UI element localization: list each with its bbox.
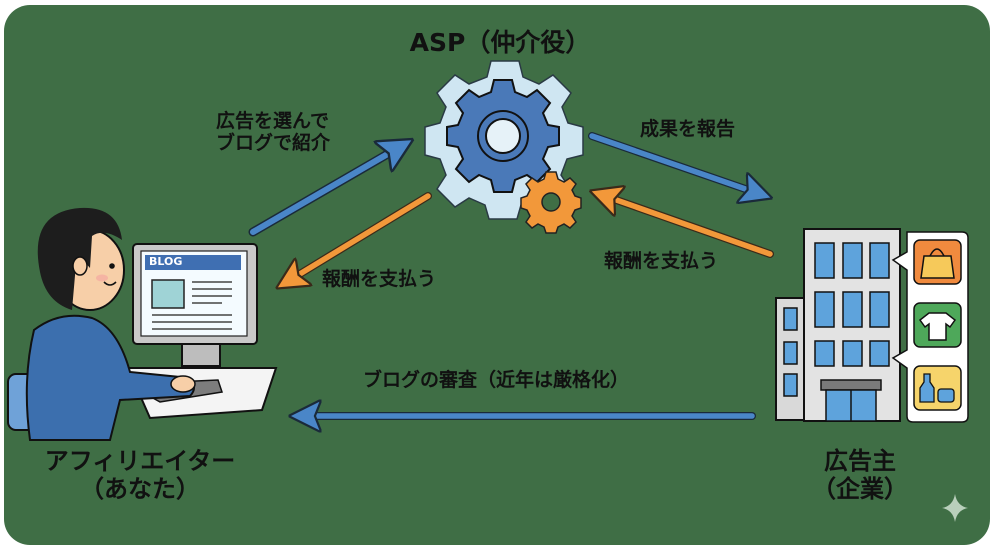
product-panel bbox=[891, 231, 969, 423]
label-line: アフィリエイター bbox=[44, 447, 236, 475]
label-pay-asp: 報酬を支払う bbox=[604, 250, 719, 272]
label-line: 広告を選んで bbox=[216, 110, 330, 132]
monitor-icon bbox=[132, 243, 258, 367]
person-head bbox=[37, 207, 125, 311]
bottle-jar-icon bbox=[913, 365, 962, 411]
asp-title: ASP（仲介役） bbox=[409, 28, 591, 57]
label-pay-affiliate: 報酬を支払う bbox=[322, 268, 437, 290]
label-line: （企業） bbox=[812, 475, 908, 504]
label-line: ブログで紹介 bbox=[216, 132, 331, 155]
blog-screen-label: BLOG bbox=[149, 255, 183, 268]
advertiser-label: 広告主 （企業） bbox=[800, 447, 920, 504]
label-line: 広告主 bbox=[824, 447, 896, 475]
shopping-bag-icon bbox=[913, 239, 962, 285]
label-select-ad: 広告を選んで ブログで紹介 bbox=[216, 110, 330, 155]
label-line: （あなた） bbox=[80, 475, 200, 504]
label-blog-review: ブログの審査（近年は厳格化） bbox=[363, 369, 630, 391]
affiliate-label: アフィリエイター （あなた） bbox=[30, 447, 250, 504]
advertiser-building-icon bbox=[775, 228, 901, 422]
affiliate-illustration bbox=[7, 207, 278, 441]
sparkle-icon bbox=[942, 494, 968, 522]
tshirt-icon bbox=[913, 302, 962, 348]
label-report-result: 成果を報告 bbox=[640, 118, 736, 140]
asp-gear-icon bbox=[424, 60, 584, 234]
